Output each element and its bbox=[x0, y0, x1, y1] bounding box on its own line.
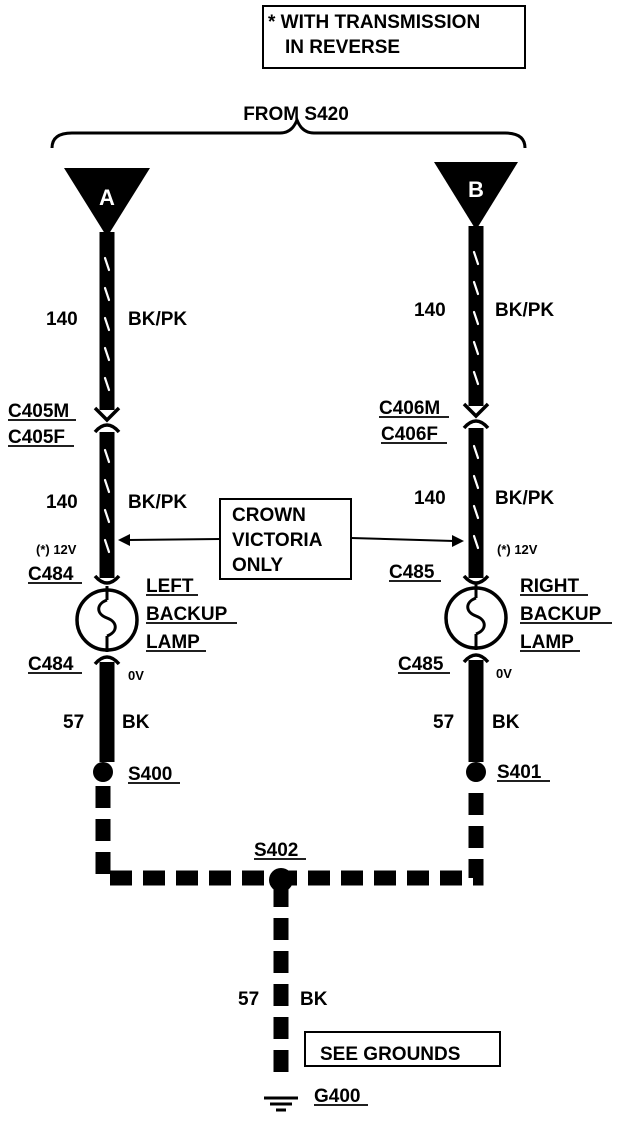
connector-c405 bbox=[93, 406, 121, 434]
left-backup-lamp bbox=[75, 574, 139, 666]
note-line-1: * WITH TRANSMISSION bbox=[268, 12, 480, 33]
connector-c406 bbox=[462, 402, 490, 430]
source-label: FROM S420 bbox=[243, 104, 349, 125]
connector-c485-upper-label: C485 bbox=[389, 562, 435, 583]
connector-c406m-label: C406M bbox=[379, 398, 440, 419]
crown-arrow-right bbox=[350, 537, 455, 542]
left-mid-circuit-color: BK/PK bbox=[128, 492, 187, 513]
ground-dashed-loop bbox=[95, 786, 484, 886]
right-mid-circuit-number: 140 bbox=[414, 488, 446, 509]
terminal-b: B bbox=[434, 162, 518, 230]
right-voltage-off: 0V bbox=[496, 666, 512, 681]
left-lamp-label-3: LAMP bbox=[146, 632, 200, 653]
left-lamp-label-2: BACKUP bbox=[146, 604, 228, 625]
right-lamp-label-3: LAMP bbox=[520, 632, 574, 653]
right-voltage-on: (*) 12V bbox=[497, 542, 538, 557]
right-lower-circuit-number: 57 bbox=[433, 712, 454, 733]
source-brace bbox=[50, 115, 527, 149]
see-grounds-label: SEE GROUNDS bbox=[320, 1044, 460, 1065]
ground-circuit-number: 57 bbox=[238, 989, 259, 1010]
left-lower-circuit-color: BK bbox=[122, 712, 150, 733]
terminal-b-label: B bbox=[468, 177, 484, 202]
transmission-note-box: * WITH TRANSMISSION IN REVERSE bbox=[262, 5, 526, 69]
right-lamp-label-1: RIGHT bbox=[520, 576, 580, 597]
see-grounds-box: SEE GROUNDS bbox=[304, 1031, 501, 1067]
crown-victoria-box: CROWN VICTORIA ONLY bbox=[219, 498, 352, 580]
crown-arrow-left bbox=[127, 538, 221, 541]
left-lamp-label-1: LEFT bbox=[146, 576, 194, 597]
connector-c484-upper-label: C484 bbox=[28, 564, 74, 585]
right-lower-circuit-color: BK bbox=[492, 712, 520, 733]
connector-c406f-label: C406F bbox=[381, 424, 438, 445]
crown-line-3: ONLY bbox=[232, 555, 283, 576]
crown-line-1: CROWN bbox=[232, 505, 306, 526]
left-lower-circuit-number: 57 bbox=[63, 712, 84, 733]
terminal-a: A bbox=[64, 168, 150, 237]
splice-s402-label: S402 bbox=[254, 840, 298, 861]
note-line-2: IN REVERSE bbox=[285, 37, 400, 58]
ground-circuit-color: BK bbox=[300, 989, 328, 1010]
right-upper-wire bbox=[468, 226, 484, 578]
connector-c405f-label: C405F bbox=[8, 427, 65, 448]
splice-s400-label: S400 bbox=[128, 764, 172, 785]
right-mid-circuit-color: BK/PK bbox=[495, 488, 554, 509]
splice-s401 bbox=[466, 762, 486, 782]
splice-s402 bbox=[269, 868, 293, 892]
right-backup-lamp bbox=[444, 574, 508, 664]
connector-c484-lower-label: C484 bbox=[28, 654, 74, 675]
ground-g400-label: G400 bbox=[314, 1086, 360, 1107]
ground-symbol-icon bbox=[264, 1096, 298, 1112]
right-upper-circuit-color: BK/PK bbox=[495, 300, 554, 321]
terminal-a-label: A bbox=[99, 185, 115, 210]
left-voltage-on: (*) 12V bbox=[36, 542, 77, 557]
left-upper-circuit-number: 140 bbox=[46, 309, 78, 330]
splice-s401-label: S401 bbox=[497, 762, 542, 783]
connector-c405m-label: C405M bbox=[8, 401, 69, 422]
left-mid-circuit-number: 140 bbox=[46, 492, 78, 513]
crown-line-2: VICTORIA bbox=[232, 530, 323, 551]
left-upper-circuit-color: BK/PK bbox=[128, 309, 187, 330]
left-voltage-off: 0V bbox=[128, 668, 144, 683]
splice-s400 bbox=[93, 762, 113, 782]
connector-c485-lower-label: C485 bbox=[398, 654, 444, 675]
right-upper-circuit-number: 140 bbox=[414, 300, 446, 321]
right-lamp-label-2: BACKUP bbox=[520, 604, 602, 625]
left-upper-wire bbox=[99, 232, 115, 578]
